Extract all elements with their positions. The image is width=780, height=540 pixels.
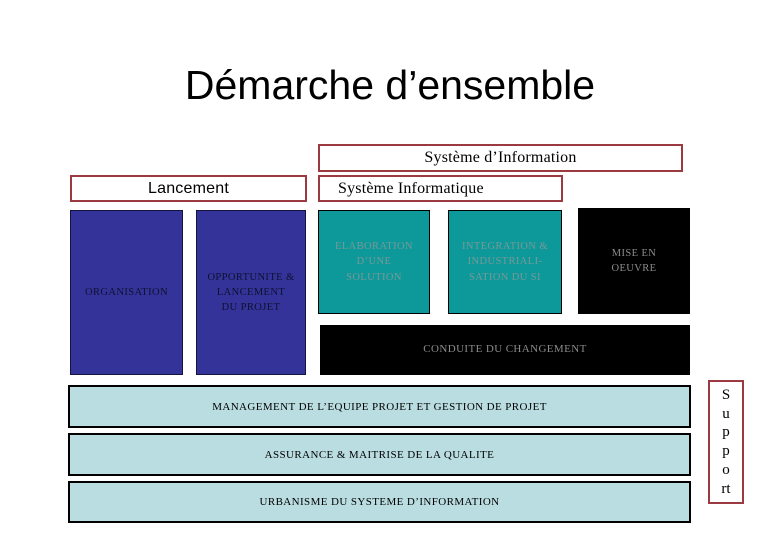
- phase-opportunite-lancement: OPPORTUNITE & LANCEMENT DU PROJET: [196, 210, 306, 375]
- phase-elaboration-solution: ELABORATION D’UNE SOLUTION: [318, 210, 430, 314]
- phase-mise-en-oeuvre: MISE EN OEUVRE: [578, 208, 690, 314]
- systeme-informatique-label: Système Informatique: [318, 175, 563, 202]
- support-bar-assurance-qualite: ASSURANCE & MAITRISE DE LA QUALITE: [68, 433, 691, 476]
- phase-organisation: ORGANISATION: [70, 210, 183, 375]
- support-vertical-label: S u p p o rt: [708, 380, 744, 504]
- lancement-label: Lancement: [70, 175, 307, 202]
- support-bar-urbanisme: URBANISME DU SYSTEME D’INFORMATION: [68, 481, 691, 523]
- phase-integration-industrialisation: INTEGRATION & INDUSTRIALI- SATION DU SI: [448, 210, 562, 314]
- systeme-information-label: Système d’Information: [318, 144, 683, 172]
- conduite-du-changement-bar: CONDUITE DU CHANGEMENT: [320, 325, 690, 375]
- page-title: Démarche d’ensemble: [184, 62, 596, 108]
- support-bar-management: MANAGEMENT DE L’EQUIPE PROJET ET GESTION…: [68, 385, 691, 428]
